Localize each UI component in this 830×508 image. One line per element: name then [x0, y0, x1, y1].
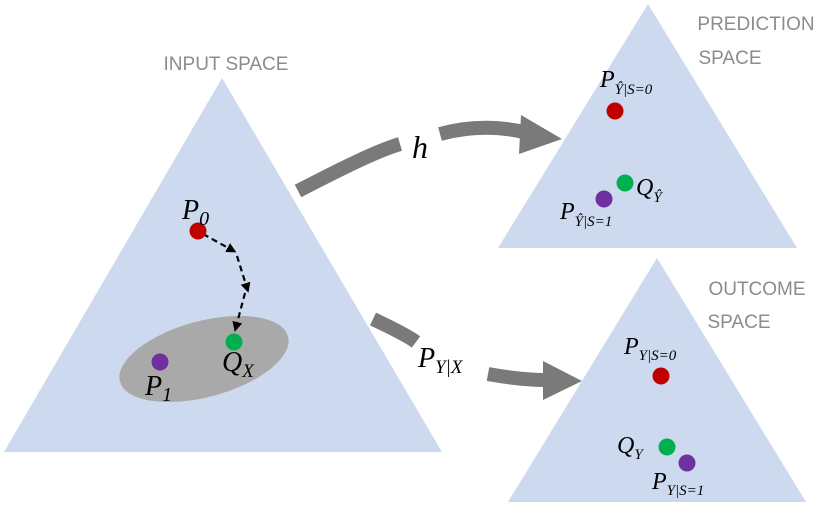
outcome-space-title-line1: OUTCOME — [708, 279, 805, 300]
dashed-arrow-p0-to-qx — [202, 233, 237, 253]
qx-point — [225, 333, 243, 351]
dashed-arrow-segment-3 — [232, 292, 247, 332]
out-p-s0-label: PY|S=0 — [623, 334, 677, 364]
pred-p-s0-point — [606, 102, 624, 120]
out-p-s1-point — [678, 454, 696, 472]
input-space: INPUT SPACE P0 QX P1 — [4, 54, 442, 452]
dashed-arrow-segment-2 — [235, 255, 251, 293]
arrow-pyx: PY|X — [370, 312, 582, 400]
pred-q-point — [616, 174, 634, 192]
input-space-title: INPUT SPACE — [164, 54, 289, 75]
arrow-pyx-shaft-2 — [486, 367, 546, 387]
pred-p-s1-label: PŶ|S=1 — [559, 199, 612, 230]
outcome-space-title-line2: SPACE — [707, 312, 770, 333]
prediction-space-title-line2: SPACE — [698, 48, 761, 69]
pred-p-s0-label: PŶ|S=0 — [599, 67, 653, 98]
p1-label: P1 — [144, 371, 172, 406]
p0-point — [189, 222, 207, 240]
arrow-pyx-label: PY|X — [417, 343, 464, 378]
arrow-pyx-shaft — [370, 312, 421, 348]
qx-label: QX — [222, 347, 255, 382]
arrow-pyx-head — [543, 361, 582, 400]
out-q-point — [658, 438, 676, 456]
input-ellipse — [119, 315, 289, 403]
out-p-s1-label: PY|S=1 — [651, 469, 704, 499]
pred-p-s1-point — [595, 190, 613, 208]
input-space-triangle — [4, 78, 442, 452]
pred-q-label: QŶ — [636, 175, 663, 206]
outcome-space: OUTCOME SPACE PY|S=0 QY PY|S=1 — [508, 258, 806, 502]
prediction-space-title-line1: PREDICTION — [697, 14, 814, 35]
arrow-h: h — [294, 115, 562, 198]
arrow-h-head — [519, 115, 562, 154]
arrow-h-shaft — [294, 137, 403, 198]
prediction-space: PREDICTION SPACE PŶ|S=0 QŶ PŶ|S=1 — [498, 4, 815, 248]
out-p-s0-point — [652, 367, 670, 385]
arrow-h-label: h — [412, 129, 428, 165]
arrow-h-shaft-2 — [438, 120, 530, 141]
prediction-space-triangle — [498, 4, 797, 248]
p1-point — [151, 353, 169, 371]
p0-label: P0 — [181, 195, 209, 230]
out-q-label: QY — [617, 433, 644, 463]
